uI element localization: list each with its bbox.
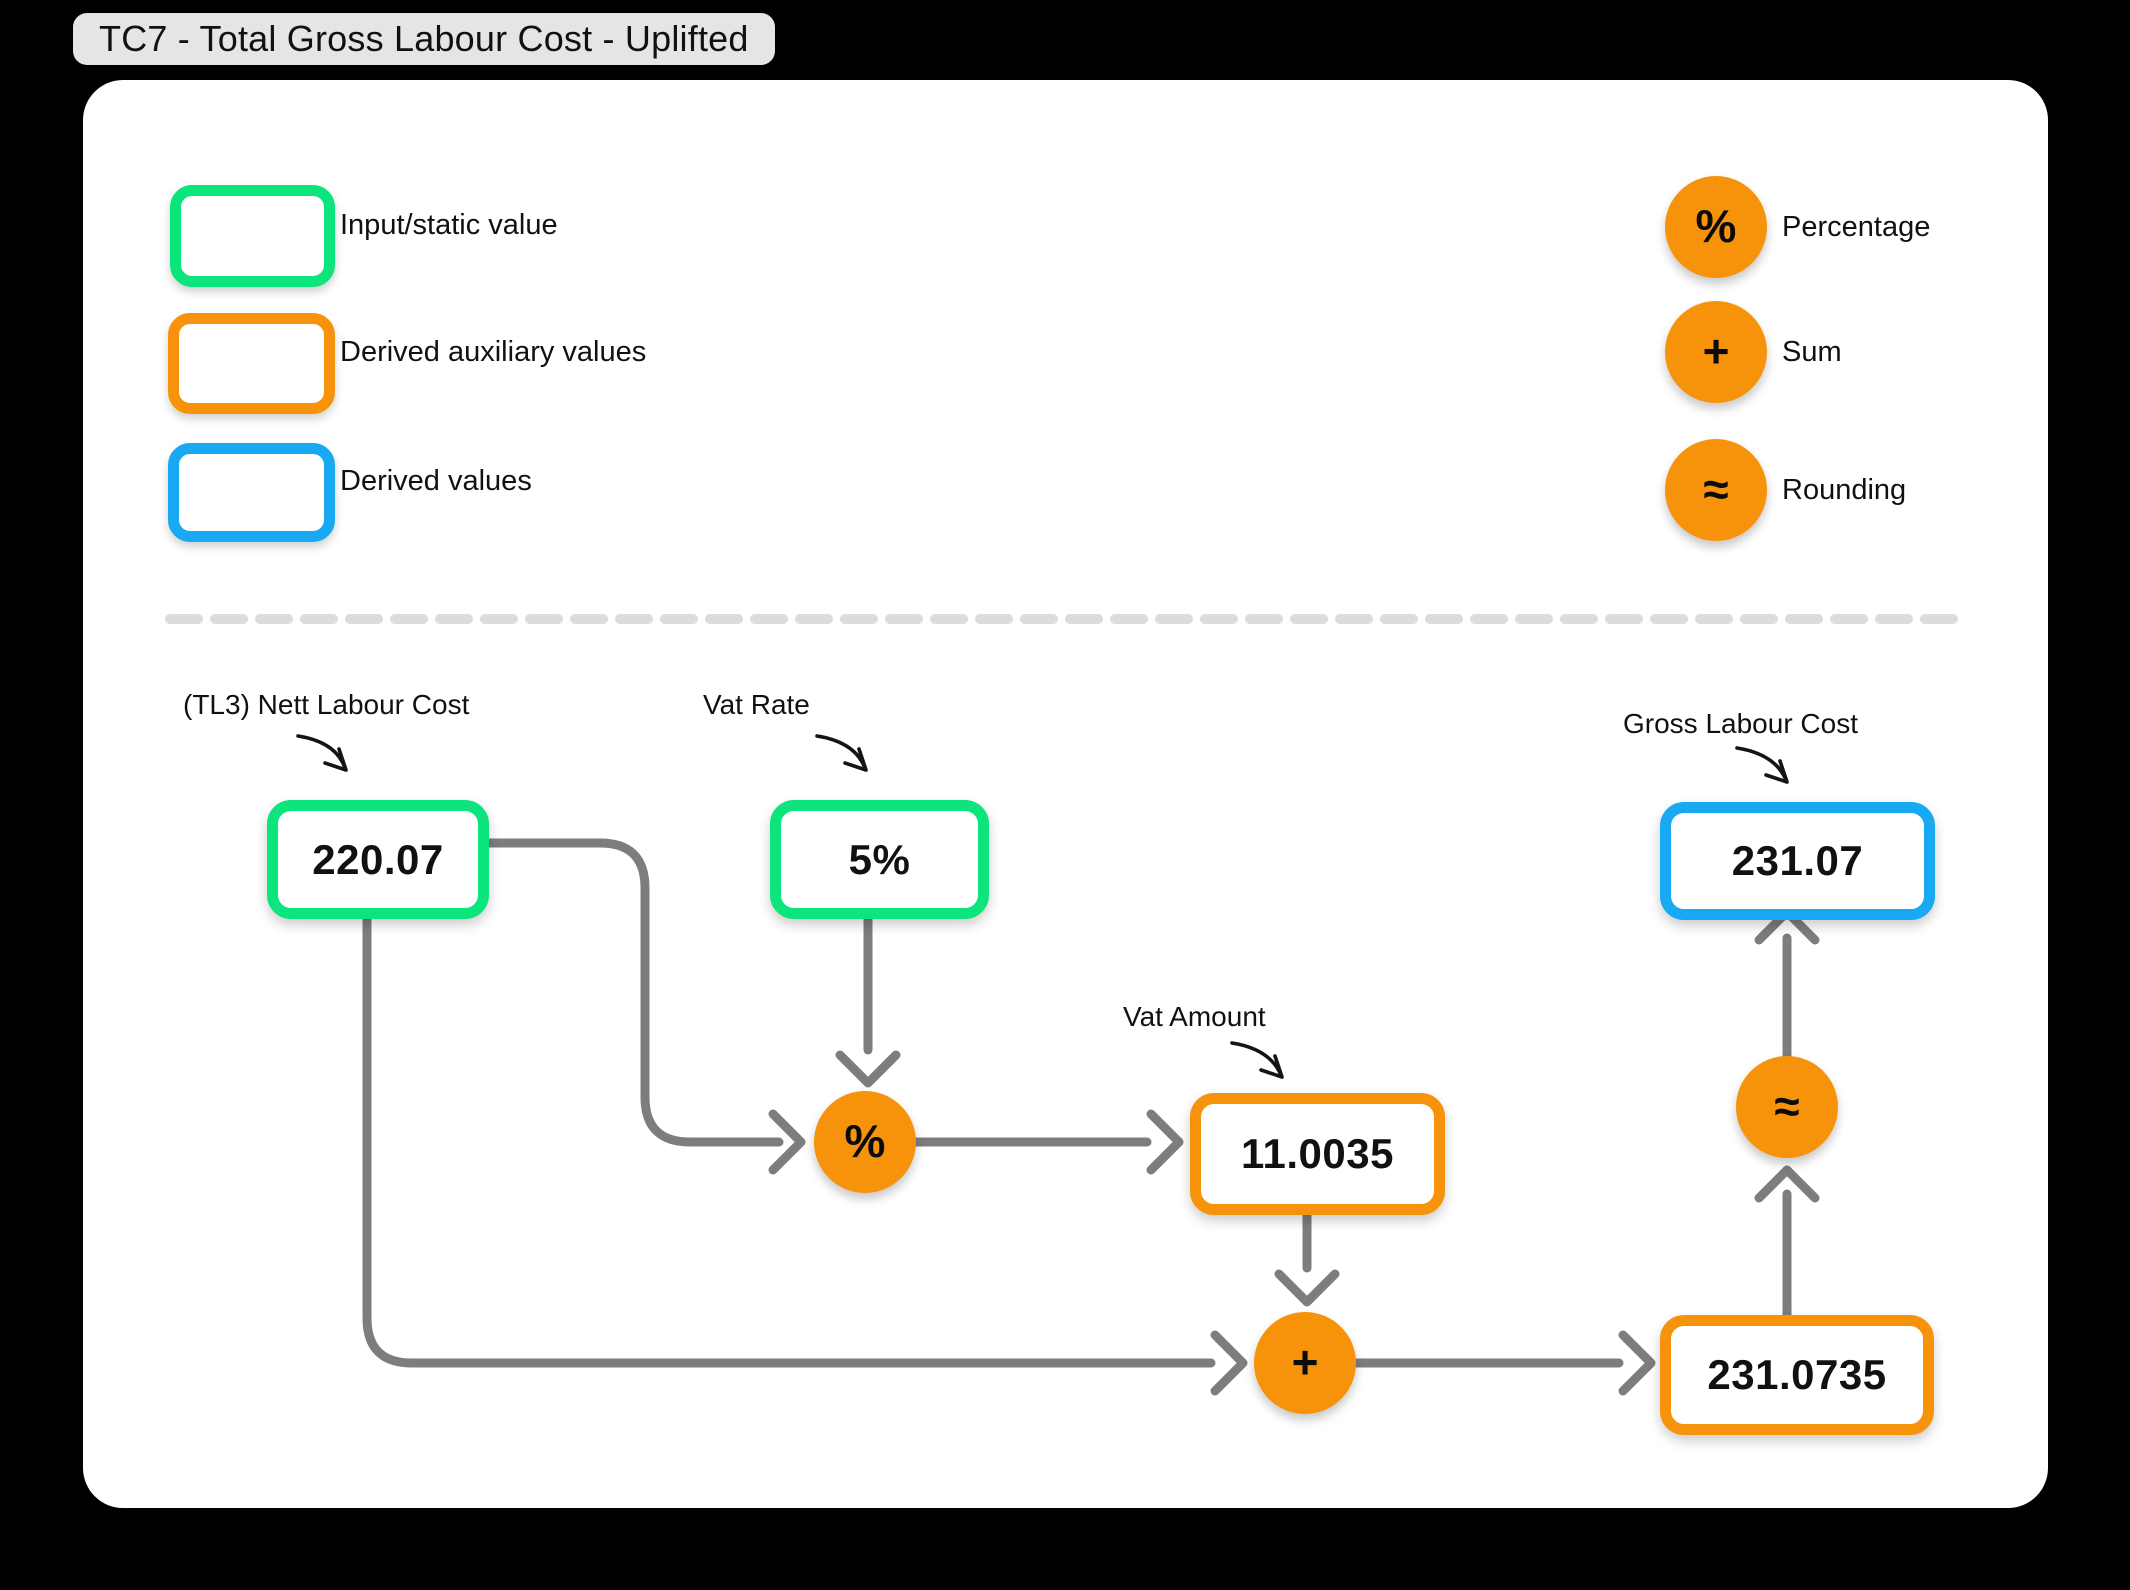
diagram-card: Input/static value Derived auxiliary val… — [83, 80, 2048, 1508]
legend-swatch-auxiliary — [168, 313, 335, 414]
legend-label-derived: Derived values — [340, 465, 532, 497]
annotation-gross-labour-cost: Gross Labour Cost — [1623, 708, 1858, 739]
connector-layer — [165, 614, 1958, 1396]
annotation-arrow-vatamount — [1230, 1041, 1284, 1079]
rounding-symbol: ≈ — [1703, 463, 1729, 515]
edge-nett-to-percentage — [462, 838, 806, 1175]
node-gross-labour-cost: 231.07 — [1660, 802, 1935, 920]
rounding-symbol: ≈ — [1774, 1080, 1800, 1132]
edge-total-to-rounding — [1754, 1165, 1820, 1320]
annotation-nett-labour-cost: (TL3) Nett Labour Cost — [183, 689, 470, 720]
node-value: 231.07 — [1731, 837, 1864, 884]
operator-percentage-icon: % — [814, 1091, 916, 1193]
sum-symbol: + — [1702, 325, 1730, 377]
node-nett-labour-cost: 220.07 — [267, 800, 489, 919]
node-value: 220.07 — [312, 835, 444, 883]
legend-label-auxiliary: Derived auxiliary values — [340, 336, 647, 368]
node-value: 5% — [848, 835, 911, 883]
sum-symbol: + — [1291, 1336, 1319, 1388]
legend-swatch-input — [170, 185, 335, 287]
legend-sum-icon: + — [1665, 301, 1767, 403]
annotation-arrow-vatrate — [815, 734, 868, 772]
annotation-arrow-nett — [296, 734, 348, 772]
node-vat-amount: 11.0035 — [1190, 1093, 1445, 1215]
edge-vatrate-to-percentage — [835, 892, 901, 1088]
operator-rounding-icon: ≈ — [1736, 1056, 1838, 1158]
edge-nett-to-sum — [362, 892, 1248, 1396]
operator-sum-icon: + — [1254, 1312, 1356, 1414]
legend-percentage-icon: % — [1665, 176, 1767, 278]
edge-rounding-to-gross — [1754, 907, 1820, 1062]
legend-label-percentage: Percentage — [1782, 211, 1931, 243]
legend-label-sum: Sum — [1782, 336, 1842, 368]
node-vat-rate: 5% — [770, 800, 989, 919]
node-value: 11.0035 — [1240, 1130, 1394, 1177]
edge-percentage-to-vatamount — [911, 1109, 1184, 1175]
percentage-symbol: % — [1695, 200, 1737, 252]
node-value: 231.0735 — [1707, 1351, 1887, 1398]
annotation-vat-rate: Vat Rate — [703, 689, 810, 720]
annotation-arrow-gross — [1735, 746, 1789, 784]
edge-sum-to-total — [1351, 1330, 1656, 1396]
annotation-vat-amount: Vat Amount — [1123, 1001, 1266, 1032]
legend-swatch-derived — [168, 443, 335, 542]
page-title: TC7 - Total Gross Labour Cost - Uplifted — [73, 13, 775, 65]
percentage-symbol: % — [844, 1115, 886, 1167]
legend-label-input: Input/static value — [340, 209, 558, 241]
node-sum-result: 231.0735 — [1660, 1315, 1934, 1435]
legend-rounding-icon: ≈ — [1665, 439, 1767, 541]
legend-label-rounding: Rounding — [1782, 474, 1907, 506]
